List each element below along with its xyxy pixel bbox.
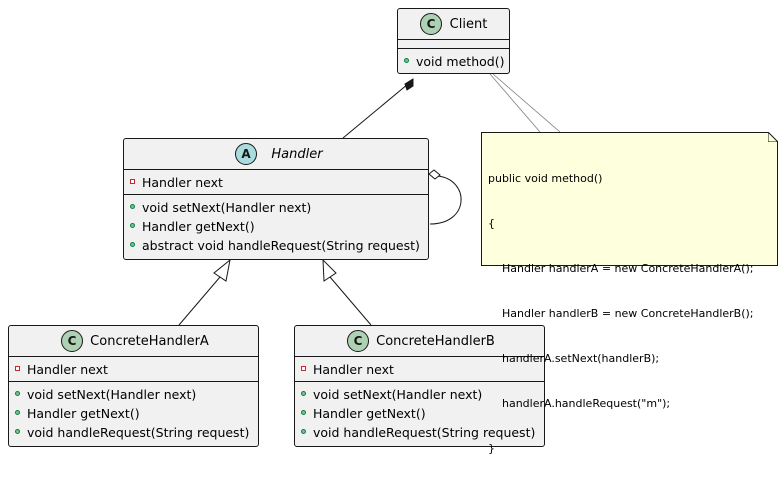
class-icon: C [420,13,442,35]
class-name: Client [449,16,488,32]
composition-diamond [404,78,414,91]
note[interactable]: public void method() { Handler handlerA … [481,132,778,455]
method-text: void method() [416,54,505,69]
method-text: abstract void handleRequest(String reque… [142,238,420,253]
method-text: void setNext(Handler next) [313,387,483,402]
method-item: void handleRequest(String request) [295,423,544,442]
private-marker-icon [15,366,20,371]
relations-layer [178,73,561,326]
field-text: Handler next [142,175,223,190]
method-text: void setNext(Handler next) [142,200,312,215]
public-marker-icon [301,429,306,434]
public-marker-icon [301,410,306,415]
field-item: Handler next [9,360,258,379]
class-name: Handler [271,146,323,162]
class-header: A Handler [124,139,428,169]
aggregation-diamond [428,169,441,180]
inheritance-line-a [178,276,221,326]
class-header: C Client [398,9,509,39]
field-text: Handler next [313,362,394,377]
fields-section [398,39,509,48]
method-text: Handler getNext() [27,406,140,421]
note-line: public void method() [488,172,603,185]
methods-section: void method() [398,48,509,73]
client-class[interactable]: C Client void method() [397,8,510,74]
concrete-handler-b-class[interactable]: C ConcreteHandlerB Handler next void set… [294,325,545,447]
public-marker-icon [130,204,135,209]
public-marker-icon [130,242,135,247]
method-item: void setNext(Handler next) [124,198,428,217]
method-item: void setNext(Handler next) [9,385,258,404]
public-marker-icon [15,429,20,434]
class-icon: C [61,330,83,352]
note-connector [489,73,561,133]
methods-section: void setNext(Handler next) Handler getNe… [124,194,428,257]
class-header: C ConcreteHandlerB [295,326,544,356]
fields-section: Handler next [124,169,428,194]
concrete-handler-a-class[interactable]: C ConcreteHandlerA Handler next void set… [8,325,259,447]
note-line: Handler handlerA = new ConcreteHandlerA(… [488,262,754,275]
method-text: Handler getNext() [313,406,426,421]
method-item: Handler getNext() [124,217,428,236]
note-line: { [488,217,495,230]
self-aggregation-line [429,175,462,225]
field-item: Handler next [124,173,428,192]
composition-line [342,83,409,139]
abstract-class-icon: A [235,143,257,165]
note-line: handlerA.handleRequest("m"); [488,397,671,410]
public-marker-icon [130,223,135,228]
field-item: Handler next [295,360,544,379]
method-text: void handleRequest(String request) [27,425,250,440]
private-marker-icon [301,366,306,371]
method-text: void setNext(Handler next) [27,387,197,402]
public-marker-icon [301,391,306,396]
inheritance-line-b [329,276,372,326]
method-item: Handler getNext() [295,404,544,423]
public-marker-icon [404,58,409,63]
field-text: Handler next [27,362,108,377]
method-item: void setNext(Handler next) [295,385,544,404]
class-header: C ConcreteHandlerA [9,326,258,356]
method-item: void method() [398,52,509,71]
note-line: } [488,442,495,455]
method-text: void handleRequest(String request) [313,425,536,440]
public-marker-icon [15,391,20,396]
class-name: ConcreteHandlerA [90,333,209,349]
public-marker-icon [15,410,20,415]
private-marker-icon [130,179,135,184]
fields-section: Handler next [295,356,544,381]
class-name: ConcreteHandlerB [376,333,495,349]
inheritance-arrow-a [213,258,231,282]
method-item: Handler getNext() [9,404,258,423]
method-text: Handler getNext() [142,219,255,234]
fields-section: Handler next [9,356,258,381]
note-line: handlerA.setNext(handlerB); [488,352,660,365]
note-line: Handler handlerB = new ConcreteHandlerB(… [488,307,754,320]
methods-section: void setNext(Handler next) Handler getNe… [295,381,544,444]
method-item: abstract void handleRequest(String reque… [124,236,428,255]
class-icon: C [347,330,369,352]
note-fold-icon [768,132,778,142]
note-text: public void method() { Handler handlerA … [488,141,754,486]
methods-section: void setNext(Handler next) Handler getNe… [9,381,258,444]
handler-class[interactable]: A Handler Handler next void setNext(Hand… [123,138,429,260]
method-item: void handleRequest(String request) [9,423,258,442]
inheritance-arrow-b [322,258,337,282]
